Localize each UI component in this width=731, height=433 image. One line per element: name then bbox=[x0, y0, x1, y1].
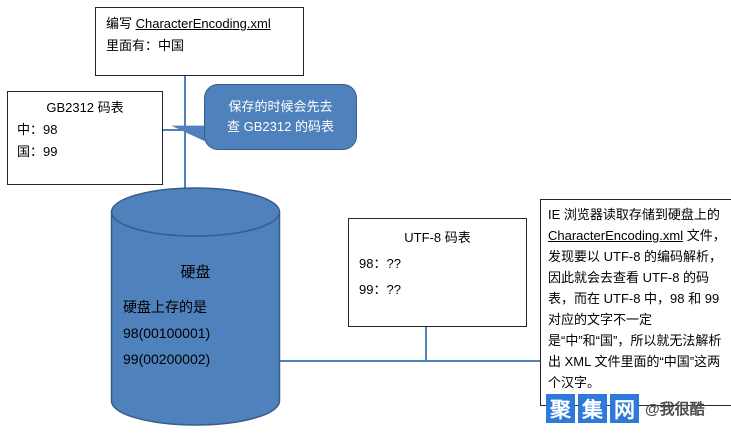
xml-filename: CharacterEncoding.xml bbox=[135, 16, 271, 31]
write-xml-line2: 里面有：中国 bbox=[106, 38, 185, 53]
watermark-block-ju: 聚 bbox=[546, 394, 575, 423]
cylinder-shape bbox=[110, 187, 281, 426]
utf8-title: UTF-8 码表 bbox=[404, 230, 471, 245]
connector-utf8-to-line bbox=[425, 312, 427, 361]
hard-disk-cylinder: 硬盘 硬盘上存的是 98(00100001) 99(00200002) bbox=[110, 186, 281, 428]
bubble-line1: 保存的时候会先去 bbox=[228, 99, 333, 114]
gb2312-table-box: GB2312 码表 中：98 国：99 bbox=[7, 91, 163, 185]
connector-gb2312-to-line bbox=[143, 129, 185, 131]
disk-line-stored: 硬盘上存的是 bbox=[123, 299, 207, 315]
utf8-row-99: 99：?? bbox=[359, 282, 401, 297]
watermark-handle: @我很酷 bbox=[645, 401, 705, 418]
disk-text: 硬盘 硬盘上存的是 98(00100001) 99(00200002) bbox=[123, 260, 268, 372]
ie-note-filename: CharacterEncoding.xml bbox=[548, 228, 684, 243]
ie-note-box: IE 浏览器读取存储到硬盘上的 CharacterEncoding.xml 文件… bbox=[540, 199, 731, 406]
disk-line-98: 98(00100001) bbox=[123, 325, 211, 341]
gb2312-row-zhong: 中：98 bbox=[17, 122, 58, 137]
watermark: 聚 集 网 @我很酷 bbox=[546, 394, 705, 423]
write-xml-box: 编写 CharacterEncoding.xml 里面有：中国 bbox=[95, 7, 304, 76]
bubble-tail bbox=[169, 116, 209, 142]
watermark-block-wang: 网 bbox=[610, 394, 639, 423]
utf8-row-98: 98：?? bbox=[359, 256, 401, 271]
connector-disk-to-note bbox=[280, 360, 540, 362]
ie-note-part2: 文件，发现要以 UTF-8 的编码解析，因此就会去查看 UTF-8 的码表，而在… bbox=[548, 228, 726, 390]
utf8-table-box: UTF-8 码表 98：?? 99：?? bbox=[348, 218, 527, 327]
ie-note-part1: IE 浏览器读取存储到硬盘上的 bbox=[548, 207, 720, 222]
gb2312-title: GB2312 码表 bbox=[46, 100, 124, 115]
disk-line-99: 99(00200002) bbox=[123, 351, 211, 367]
connector-writebox-to-disk bbox=[184, 64, 186, 192]
disk-title: 硬盘 bbox=[180, 264, 211, 281]
save-note-bubble: 保存的时候会先去 查 GB2312 的码表 bbox=[204, 84, 357, 150]
gb2312-row-guo: 国：99 bbox=[17, 144, 58, 159]
write-xml-prefix: 编写 bbox=[106, 16, 136, 31]
write-xml-line1: 编写 CharacterEncoding.xml bbox=[106, 13, 293, 35]
bubble-line2: 查 GB2312 的码表 bbox=[227, 119, 334, 134]
watermark-block-ji: 集 bbox=[578, 394, 607, 423]
